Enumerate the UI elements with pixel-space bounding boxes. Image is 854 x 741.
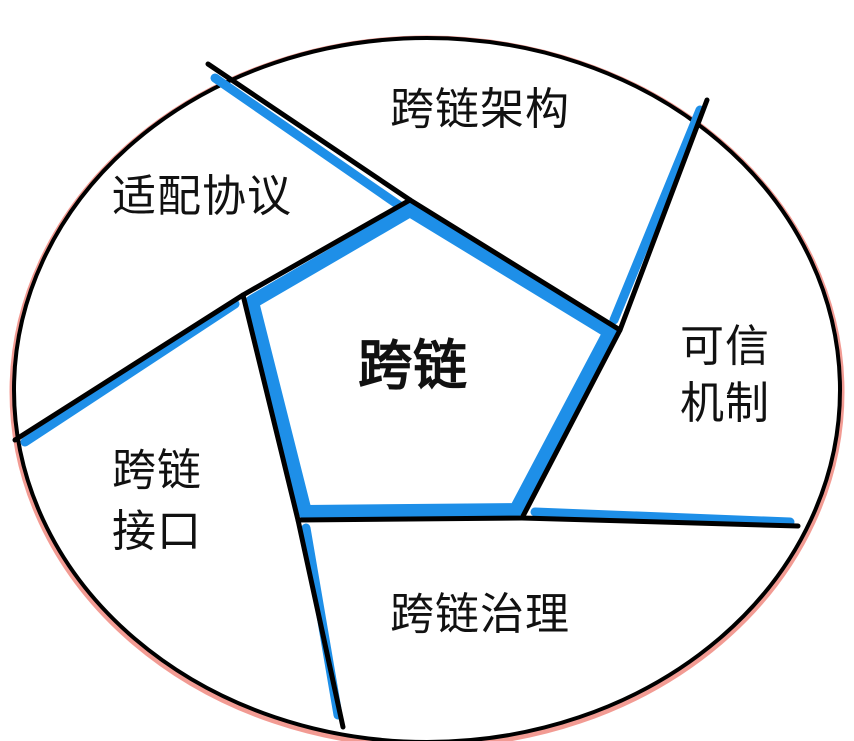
segment-trust-label: 可信 机制 [680,321,770,429]
divider-interface-protocol [12,292,246,443]
segment-interface-line1: 跨链 [112,445,202,496]
divider-architecture-protocol [205,61,413,203]
segment-dividers [12,61,801,730]
segment-protocol-label: 适配协议 [112,171,292,222]
center-pentagon [240,197,623,523]
segment-interface-line2: 接口 [112,505,202,557]
outer-ellipse [12,36,842,741]
center-label: 跨链 [358,334,468,397]
segment-governance-label: 跨链治理 [390,589,570,640]
segment-trust-line1: 可信 [680,321,770,372]
segment-interface-label: 跨链 接口 [112,445,202,557]
divider-architecture-trust [617,97,710,333]
divider-governance-interface [295,517,346,730]
segment-trust-line2: 机制 [680,377,770,429]
segment-architecture-label: 跨链架构 [390,84,570,135]
divider-trust-governance [519,515,801,529]
